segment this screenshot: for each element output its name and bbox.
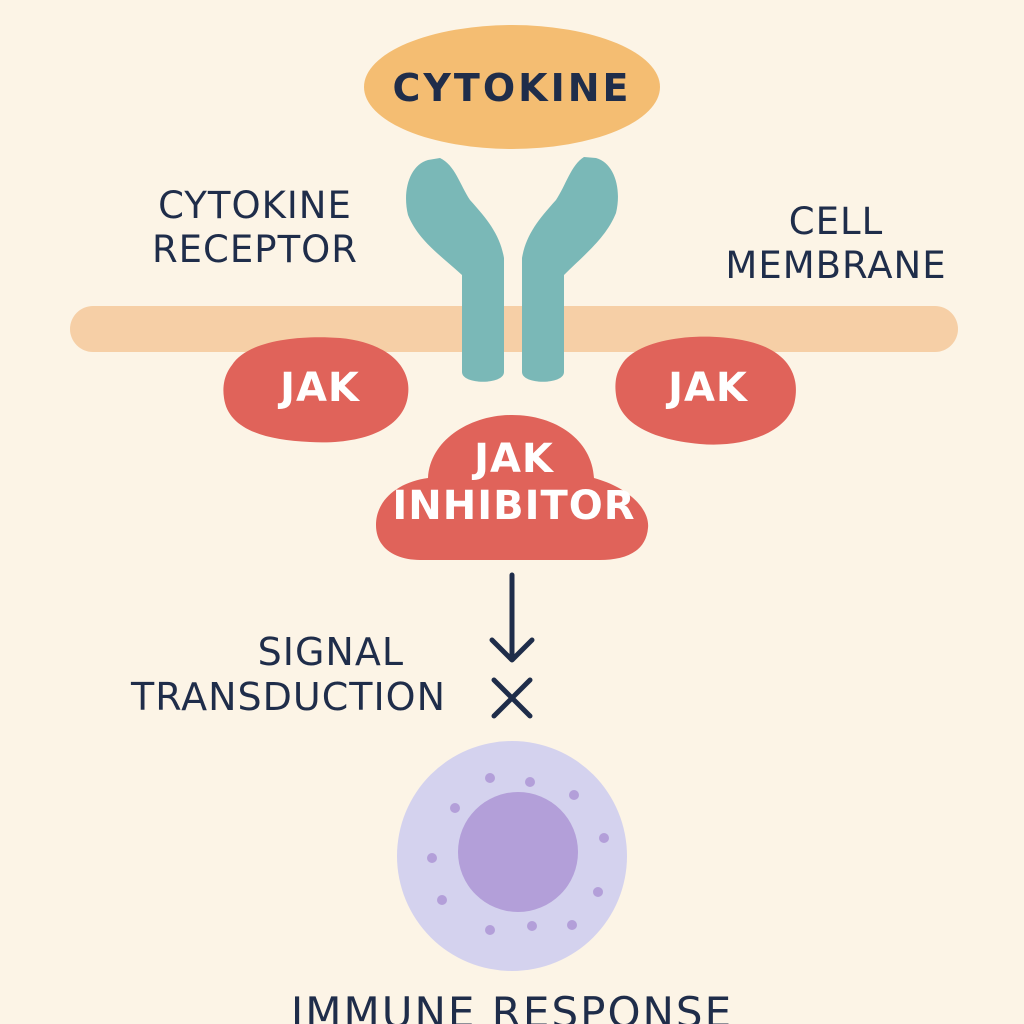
cytokine-shape [364,25,660,149]
signal-label-line2: TRANSDUCTION [131,674,446,719]
cytokine-receptor [406,157,618,382]
jak-right-label: JAK [668,365,748,411]
receptor-left-arm [406,158,504,382]
membrane-label-line2: MEMBRANE [725,243,947,287]
cell-membrane-label: CELL MEMBRANE [720,200,952,287]
inhibitor-label-line2: INHIBITOR [392,483,636,530]
immune-response-label: IMMUNE RESPONSE [290,988,734,1024]
signal-arrow [489,572,535,663]
jak-left-shape [223,337,409,443]
receptor-right-arm [522,157,618,382]
cytokine-label: CYTOKINE [392,66,632,110]
receptor-label-line1: CYTOKINE [158,184,352,227]
signal-label-line1: SIGNAL [257,630,404,674]
jak-right-shape [615,336,796,445]
jak-left-label: JAK [280,365,360,411]
receptor-label-line2: RECEPTOR [151,227,359,271]
blocked-x-icon [491,677,533,719]
cell-granules [427,773,609,935]
cytokine-receptor-label: CYTOKINE RECEPTOR [150,184,360,271]
inhibitor-label-line1: JAK [474,436,554,482]
signal-transduction-label: SIGNAL TRANSDUCTION [126,630,446,720]
immune-cell-nucleus [458,792,578,912]
membrane-label-line1: CELL [788,200,884,243]
cell-membrane [70,306,958,352]
immune-cell [397,741,627,971]
jak-inhibitor-shape [376,415,649,560]
jak-inhibitor-label: JAK INHIBITOR [378,436,650,530]
